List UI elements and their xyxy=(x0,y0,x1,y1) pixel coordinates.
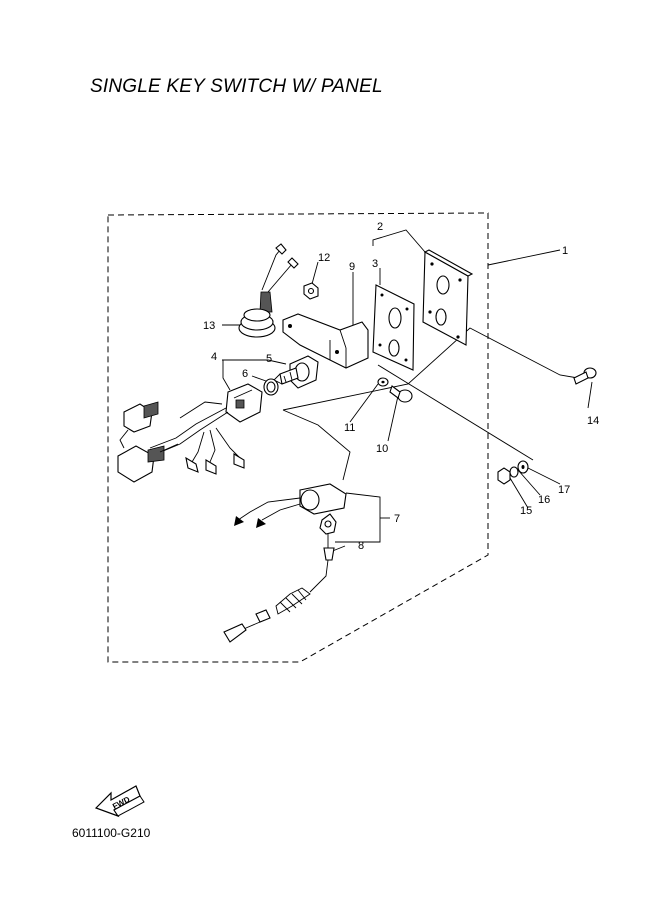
callouts: 1 2 3 4 5 6 7 8 9 10 11 12 13 14 15 16 1… xyxy=(203,221,599,552)
callout-5: 5 xyxy=(266,353,272,365)
callout-9: 9 xyxy=(349,261,355,273)
callout-6: 6 xyxy=(242,368,248,380)
callout-11: 11 xyxy=(344,422,355,434)
boot-cap xyxy=(238,243,299,338)
callout-4: 4 xyxy=(211,351,217,363)
key-switch xyxy=(273,355,319,389)
callout-3: 3 xyxy=(372,258,378,270)
hardware-15-16-17 xyxy=(497,460,529,485)
screw-14 xyxy=(573,367,597,385)
main-switch-harness xyxy=(117,383,263,483)
assembly-boundary xyxy=(107,212,489,663)
nut xyxy=(303,282,319,300)
callout-15: 15 xyxy=(520,505,532,517)
callout-13: 13 xyxy=(203,320,215,332)
lanyard xyxy=(223,513,337,643)
washer xyxy=(377,377,389,387)
callout-8: 8 xyxy=(358,540,364,552)
callout-16: 16 xyxy=(538,494,550,506)
callout-14: 14 xyxy=(587,415,599,427)
ring xyxy=(263,378,279,396)
fwd-arrow-icon: FWD xyxy=(94,785,145,818)
stop-switch xyxy=(234,483,347,528)
callout-7: 7 xyxy=(394,513,400,525)
callout-17: 17 xyxy=(558,484,570,496)
screw xyxy=(389,385,413,403)
diagram-code: 6011100-G210 xyxy=(72,826,151,840)
bracket xyxy=(282,313,369,369)
callout-10: 10 xyxy=(376,443,388,455)
callout-2: 2 xyxy=(377,221,383,233)
panel-plate xyxy=(422,249,474,346)
callout-12: 12 xyxy=(318,252,330,264)
gasket xyxy=(372,284,415,371)
diagram-title: SINGLE KEY SWITCH W/ PANEL xyxy=(90,76,383,97)
leader-lines xyxy=(222,229,593,553)
callout-1: 1 xyxy=(562,245,568,257)
